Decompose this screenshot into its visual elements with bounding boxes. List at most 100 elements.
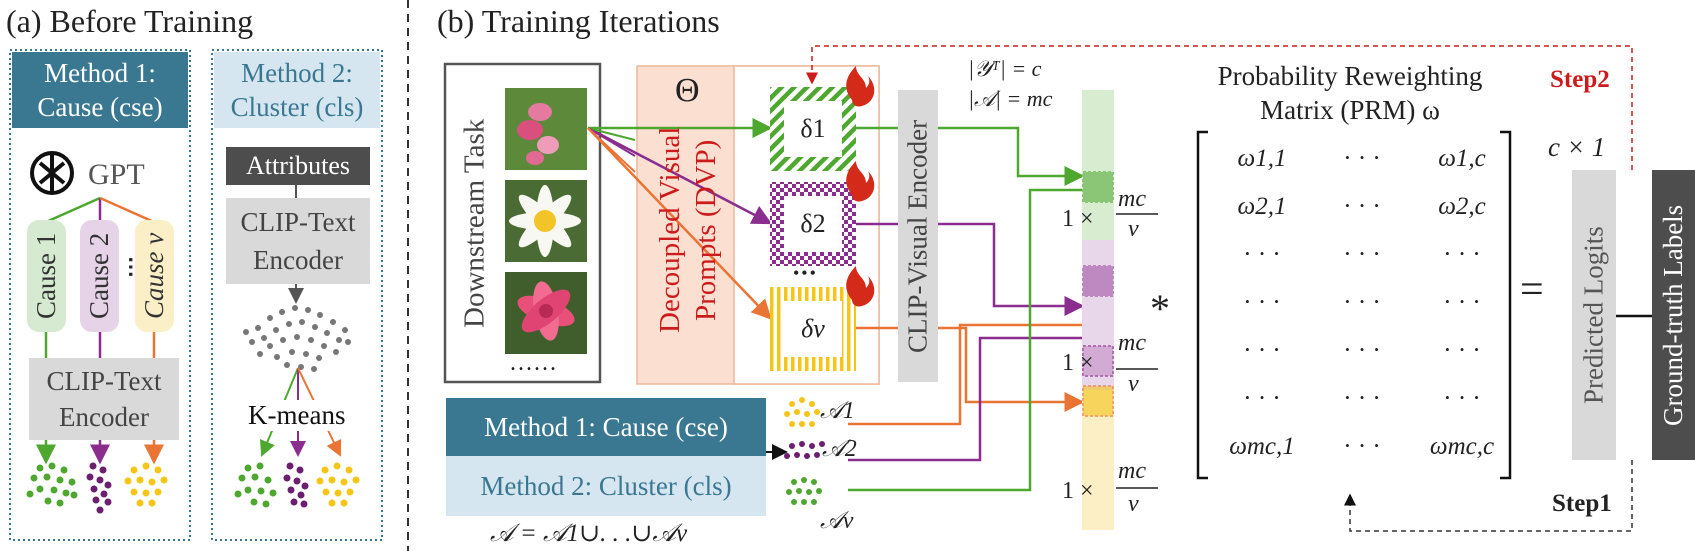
cause-1-pill (27, 220, 66, 332)
equals-sign: = (1520, 267, 1544, 313)
method1-line2: Cause (cse) (37, 92, 163, 122)
clip-text-encoder-2-box (226, 198, 370, 284)
cluster-yellow-a2 (316, 462, 360, 507)
clip-visual-encoder-label: CLIP-Visual Encoder (902, 119, 933, 353)
cause-ellipsis: ⋯ (119, 256, 144, 278)
step1-dashed-arrow (1344, 460, 1633, 532)
attr-set-2-label: 𝒜2 (822, 436, 857, 462)
bar-green-segment (1082, 90, 1114, 240)
matrix-cell: · · · (1343, 241, 1381, 268)
fire-icon (846, 66, 875, 307)
clip-visual-encoder-box (898, 90, 938, 382)
prompt-deltav-label: δv (801, 314, 825, 343)
method2-box-b (446, 456, 766, 516)
bar-label-3: 1 × (1062, 478, 1094, 504)
image-ellipsis: ...... (510, 350, 558, 376)
predicted-logits-label: Predicted Logits (1578, 226, 1609, 404)
attr-set-1-label: 𝒜1 (820, 398, 855, 424)
method1-dotted-box (9, 49, 191, 541)
matrix-cell: · · · (1443, 241, 1481, 268)
bar-frac-den-2: v (1128, 371, 1139, 397)
step2-label: Step2 (1550, 66, 1610, 93)
method1-header-a: Method 1: Cause (cse) (12, 52, 188, 128)
matrix-cell: ωmc,1 (1229, 433, 1295, 460)
cluster-purple-a (86, 462, 112, 514)
flower-image-1 (505, 88, 587, 170)
flower-image-2 (505, 180, 587, 262)
prompt-delta1-label: δ1 (800, 114, 826, 143)
dvp-label: Decoupled Visual Prompts (DVP) (646, 80, 730, 380)
clip-text-encoder-1-box (29, 358, 179, 440)
panel-a-title: (a) Before Training (6, 3, 254, 39)
clip-text-encoder-2: CLIP-Text Encoder (226, 198, 370, 284)
matrix-cell: · · · (1343, 145, 1381, 172)
matrix-cell: · · · (1243, 241, 1281, 268)
cluster-purple-a2 (283, 462, 309, 508)
matrix-cell: ω1,1 (1237, 145, 1287, 172)
prompt-dots: ••• (793, 263, 818, 283)
set-a-formula: |𝒜| = mc (968, 86, 1053, 111)
attributes-label: Attributes (246, 151, 350, 180)
matrix-cell: · · · (1343, 385, 1381, 412)
matrix-cell: · · · (1443, 385, 1481, 412)
clip-text-2-line2: Encoder (253, 245, 343, 275)
prompt-delta2-label: δ2 (800, 209, 826, 238)
dvp-line1: Decoupled Visual (654, 126, 686, 334)
bar-frac-num-3: mc (1118, 458, 1146, 484)
matrix-cell: · · · (1443, 289, 1481, 316)
prm-line1: Probability Reweighting (1217, 61, 1483, 91)
matrix-cell: ω1,c (1438, 145, 1486, 172)
bar-label-1: 1 × (1062, 206, 1094, 232)
method2-line2: Cluster (cls) (230, 92, 364, 122)
method2-dotted-box (211, 49, 383, 541)
attributes-box (226, 147, 370, 185)
matrix-cell: ωmc,c (1429, 433, 1495, 460)
union-formula: 𝒜 = 𝒜1∪. . .∪𝒜v (490, 520, 688, 547)
set-y-formula: |𝒴ᵀ| = c (968, 56, 1042, 81)
clip-text-encoder-1: CLIP-Text Encoder (29, 358, 179, 440)
matrix-cell: · · · (1343, 193, 1381, 220)
prm-line2: Matrix (PRM) ω (1260, 95, 1440, 125)
prm-matrix: ω1,1 · · · ω1,c ω2,1 · · · ω2,c · · · · … (1212, 135, 1502, 475)
theta-symbol: Θ (675, 72, 700, 109)
matrix-cell: ω2,c (1438, 193, 1486, 220)
predicted-logits-box (1572, 170, 1616, 460)
matrix-left-bracket (1196, 130, 1208, 480)
dvp-line2: Prompts (DVP) (690, 139, 722, 321)
matrix-cell: · · · (1243, 337, 1281, 364)
matrix-right-bracket (1500, 130, 1512, 480)
attr-cluster-yellow (784, 397, 820, 427)
ground-truth-box (1652, 170, 1695, 460)
cluster-yellow-a (124, 462, 168, 507)
method2-header-a: Method 2: Cluster (cls) (214, 52, 380, 128)
matrix-cell: ω2,1 (1237, 193, 1287, 220)
cluster-green-a2 (234, 462, 277, 508)
attr-set-v-label: 𝒜v (820, 508, 854, 534)
method2-label-b: Method 2: Cluster (cls) (480, 470, 732, 501)
c-by-1-label: c × 1 (1548, 132, 1606, 162)
attr-cluster-purple (784, 441, 825, 459)
gpt-label: GPT (88, 158, 145, 191)
cause-v-pill (135, 220, 174, 332)
method1-line1: Method 1: (44, 58, 156, 88)
bar-frac-den-1: v (1128, 216, 1139, 242)
clip-text-2-line1: CLIP-Text (240, 207, 356, 237)
prm-title: Probability Reweighting Matrix (PRM) ω (1180, 58, 1520, 128)
method2-line1: Method 2: (241, 58, 353, 88)
clip-text-1-line2: Encoder (59, 402, 149, 432)
cluster-green-a (26, 462, 78, 507)
step2-dashed-arrow (806, 45, 1633, 170)
bar-label-2: 1 × (1062, 350, 1094, 376)
matrix-cell: · · · (1243, 289, 1281, 316)
flower-image-3 (505, 272, 587, 354)
cause-1-label: Cause 1 (31, 232, 61, 320)
openai-icon (30, 151, 74, 195)
method1-label-b: Method 1: Cause (cse) (484, 411, 728, 442)
bar-frac-num-1: mc (1118, 186, 1146, 212)
matrix-cell: · · · (1443, 337, 1481, 364)
downstream-task-box (443, 62, 602, 384)
downstream-task-label: Downstream Task (458, 118, 491, 328)
matrix-cell: · · · (1343, 289, 1381, 316)
multiply-star: * (1150, 286, 1170, 331)
